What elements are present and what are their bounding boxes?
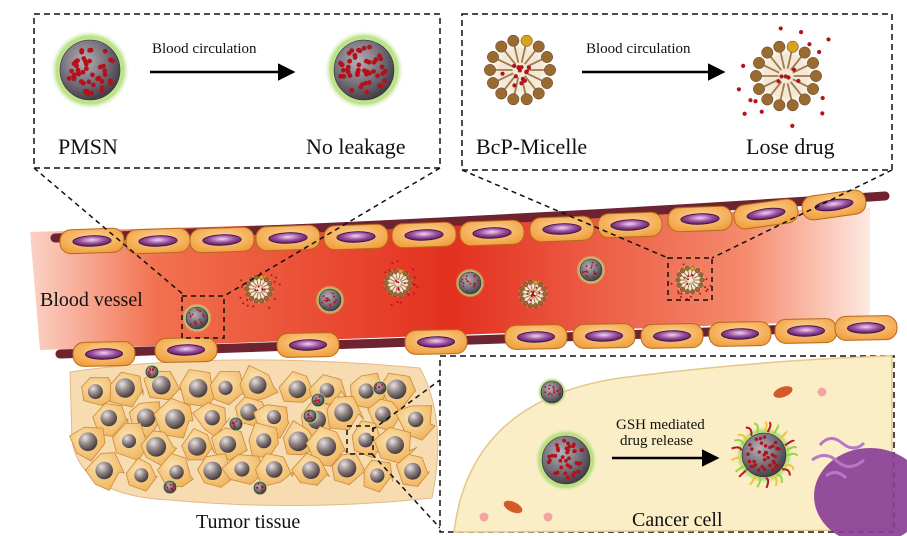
vessel-pmsn-1 — [182, 303, 212, 333]
bcp-micelle-label: BcP-Micelle — [476, 134, 588, 159]
tumor-cell-0 — [81, 377, 117, 406]
tumor-tissue-label: Tumor tissue — [196, 511, 301, 533]
pmsn-particle-before — [50, 30, 130, 110]
tumor-cell-22 — [140, 430, 178, 466]
tumor-cell-17 — [326, 395, 365, 431]
cancer-cell-panel — [439, 355, 907, 536]
micelle-panel — [461, 13, 893, 171]
vessel-pmsn-3 — [455, 268, 485, 298]
tumor-cell-4 — [209, 371, 247, 406]
tumor-cell-1 — [109, 371, 144, 408]
tumor-pmsn-1 — [162, 479, 178, 495]
vessel-micelle-4 — [670, 263, 712, 300]
vessel-pmsn-2 — [315, 285, 345, 315]
vessel-pmsn-4 — [576, 255, 606, 285]
tumor-pmsn-5 — [372, 380, 388, 396]
tumor-cell-25 — [248, 422, 279, 460]
tumor-pmsn-0 — [144, 364, 160, 380]
endothelial-cell-top-1 — [125, 227, 191, 255]
micelle-before — [482, 32, 558, 108]
tumor-cell-34 — [221, 454, 263, 485]
endothelial-cell-bottom-2 — [276, 332, 340, 358]
tumor-cell-37 — [331, 452, 368, 486]
endothelial-cell-bottom-0 — [72, 341, 136, 367]
blood-vessel-label: Blood vessel — [40, 289, 143, 311]
no-leakage-label: No leakage — [306, 134, 406, 159]
tumor-cell-39 — [396, 454, 430, 487]
tumor-pmsn-3 — [252, 480, 268, 496]
endothelial-cell-bottom-3 — [404, 329, 468, 355]
tumor-tissue — [69, 359, 439, 507]
lose-drug-label: Lose drug — [746, 134, 835, 159]
tumor-cell-10 — [92, 403, 129, 437]
cancer-cell-label: Cancer cell — [632, 509, 723, 531]
vessel-micelle-3 — [518, 279, 548, 309]
tumor-cell-35 — [255, 453, 295, 488]
endothelial-cell-top-10 — [733, 198, 799, 230]
pmsn-arrow-label: Blood circulation — [152, 41, 257, 57]
endothelial-cell-top-5 — [391, 221, 457, 249]
gsh-label-line2: drug release — [620, 433, 693, 449]
tumor-cell-20 — [69, 426, 106, 462]
endothelial-cell-top-8 — [597, 211, 663, 239]
tumor-cell-27 — [305, 426, 347, 467]
cancer-pmsn-before — [534, 428, 598, 492]
blood-vessel — [30, 189, 898, 367]
tumor-pmsn-6 — [310, 392, 326, 408]
endothelial-cell-bottom-4 — [504, 324, 568, 350]
endothelial-cell-bottom-6 — [640, 323, 704, 349]
vessel-micelle-2 — [383, 260, 419, 306]
tumor-cell-21 — [112, 423, 151, 461]
tumor-cell-33 — [197, 453, 234, 488]
endothelial-cell-top-3 — [255, 224, 321, 252]
tumor-cell-23 — [181, 428, 215, 461]
endothelial-cell-top-9 — [667, 205, 733, 233]
tumor-cell-36 — [291, 452, 330, 486]
tumor-cell-29 — [373, 427, 418, 464]
zoom-markers — [33, 167, 893, 529]
pmsn-particle-after — [324, 30, 404, 110]
endothelial-cell-top-7 — [529, 215, 595, 243]
vessel-micelle-1 — [239, 271, 281, 309]
endothelial-cell-bottom-8 — [774, 318, 838, 344]
tumor-cell-32 — [157, 453, 194, 488]
micelle-arrow-label: Blood circulation — [586, 41, 691, 57]
tumor-cell-12 — [153, 397, 194, 439]
gsh-label-line1: GSH mediated — [616, 417, 705, 433]
endothelial-cell-top-4 — [323, 223, 389, 251]
endothelial-cell-bottom-1 — [154, 337, 218, 363]
tumor-pmsn-2 — [228, 416, 244, 432]
endothelial-cell-top-0 — [59, 227, 125, 255]
tumor-cell-18 — [367, 398, 403, 432]
tumor-cell-6 — [278, 371, 316, 403]
pmsn-label: PMSN — [58, 134, 118, 159]
tumor-cell-31 — [125, 457, 158, 492]
endothelial-cell-bottom-5 — [572, 323, 636, 349]
tumor-cell-30 — [84, 452, 125, 491]
cancer-pmsn-released — [730, 421, 798, 489]
cancer-entry-particle — [537, 377, 567, 407]
endothelial-cell-bottom-7 — [708, 321, 772, 347]
endothelial-cell-top-6 — [459, 219, 525, 247]
tumor-pmsn-4 — [302, 408, 318, 424]
endothelial-cell-bottom-9 — [834, 315, 898, 341]
pmsn-panel — [33, 13, 441, 169]
tumor-cell-24 — [210, 427, 248, 461]
tumor-cell-5 — [239, 364, 279, 403]
endothelial-cell-top-2 — [189, 226, 255, 254]
micelle-after — [736, 26, 831, 129]
